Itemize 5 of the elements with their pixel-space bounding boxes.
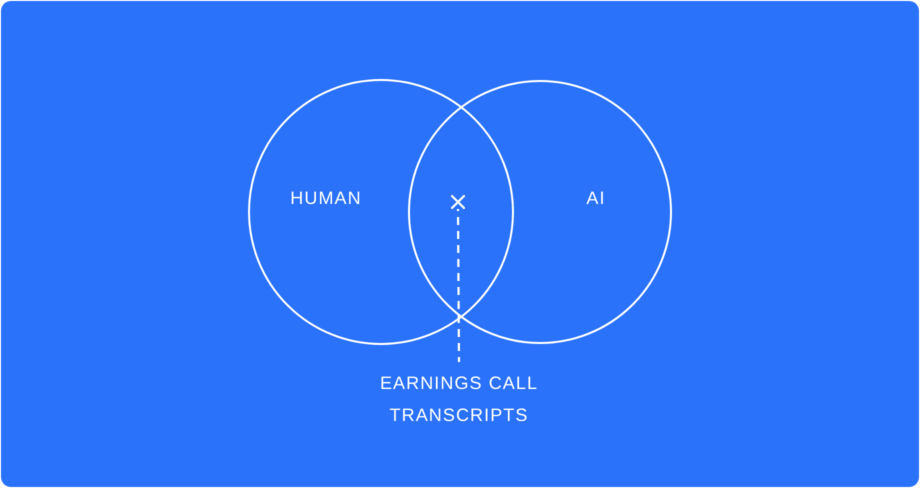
set-label: HUMAN [290, 187, 362, 210]
set-label: AI [586, 187, 606, 210]
cross-mark-icon [451, 195, 465, 209]
intersection-label: EARNINGS CALL TRANSCRIPTS [378, 372, 540, 427]
leader-line [456, 209, 460, 362]
